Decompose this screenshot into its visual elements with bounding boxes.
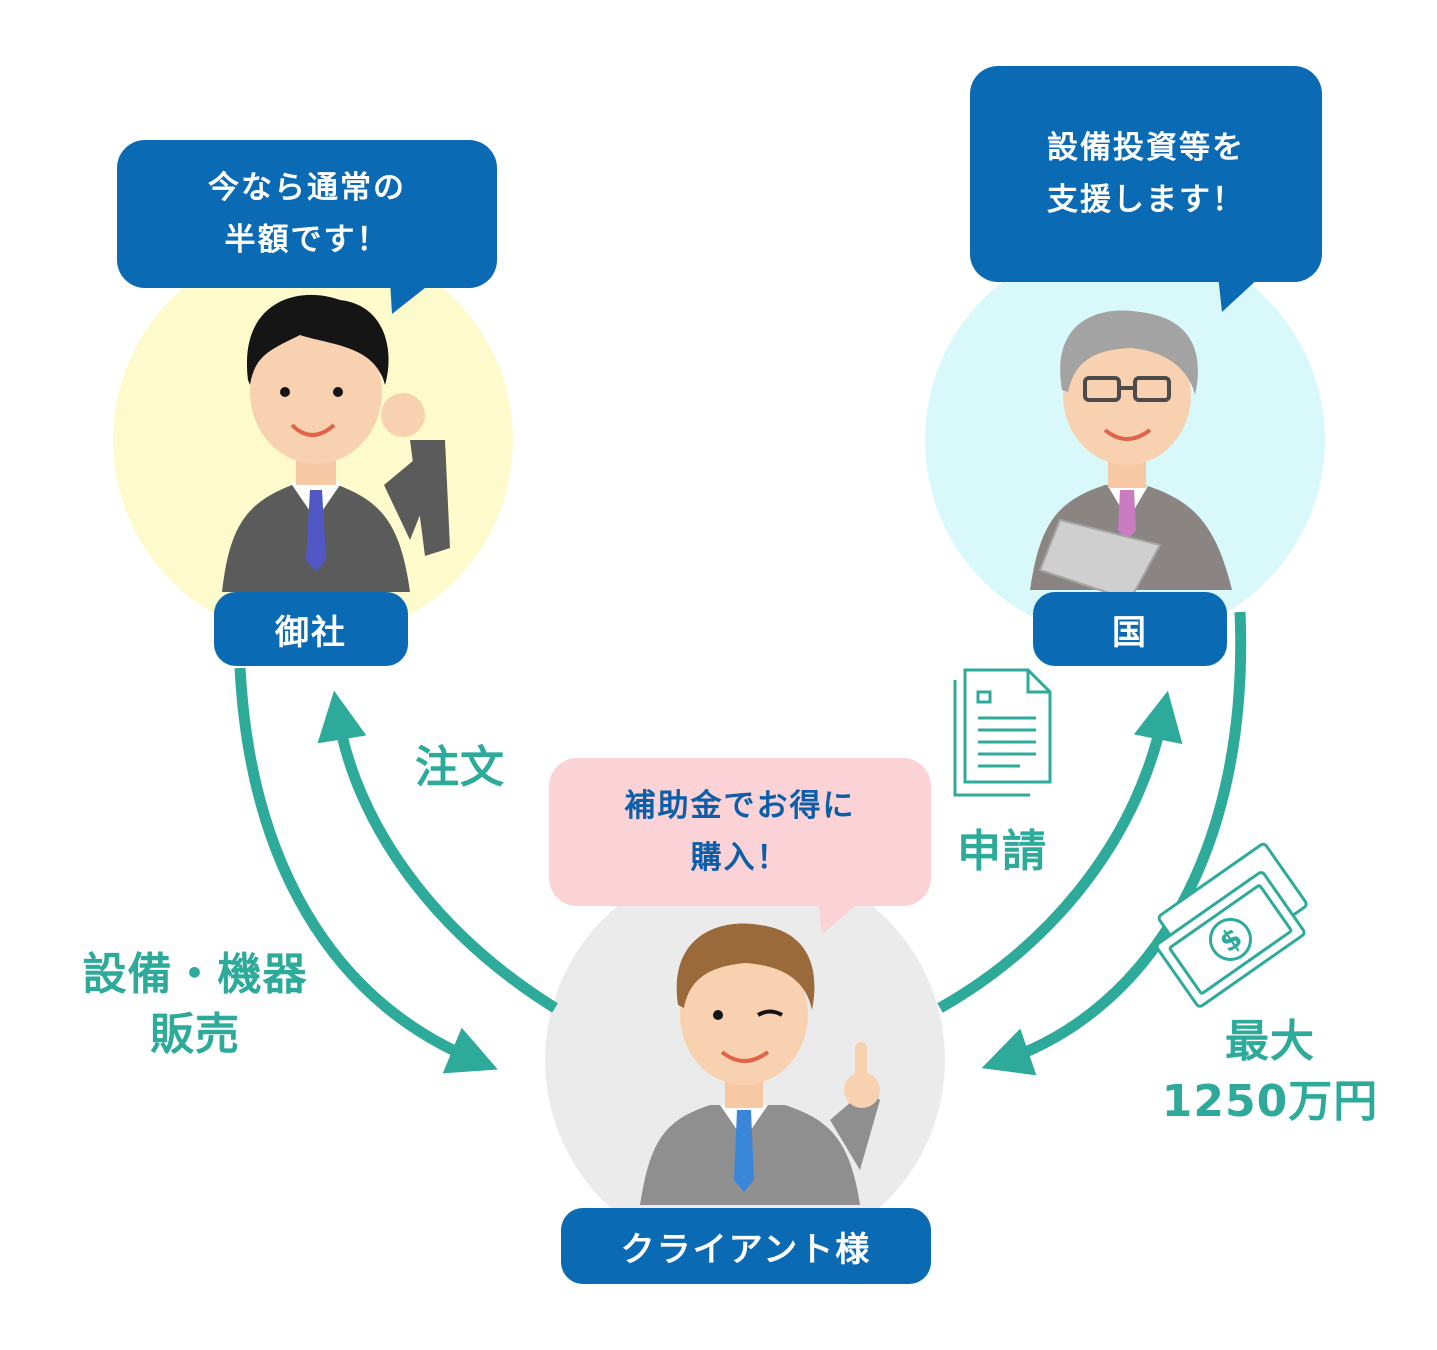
client-label: クライアント様 xyxy=(561,1208,931,1284)
client-person-illustration xyxy=(640,923,880,1205)
government-person-illustration xyxy=(1030,310,1232,602)
client-speech-bubble: 補助金でお得に 購入！ xyxy=(549,758,931,906)
government-speech-line-2: 支援します！ xyxy=(1047,182,1245,218)
subsidy-label-line-1: 最大 xyxy=(1225,1016,1315,1067)
sales-label-line-2: 販売 xyxy=(150,1009,240,1060)
sales-arrow xyxy=(234,667,498,1074)
company-person-illustration xyxy=(222,294,450,592)
sales-label: 設備・機器 販売 xyxy=(50,945,340,1065)
client-speech-line-2: 購入！ xyxy=(690,840,790,876)
government-bubble-tail xyxy=(1218,275,1262,312)
application-label: 申請 xyxy=(957,826,1047,877)
sales-label-line-1: 設備・機器 xyxy=(82,949,308,1000)
subsidy-label-line-2: 1250万円 xyxy=(1161,1076,1379,1127)
money-bill-icon: $ xyxy=(1155,842,1308,1008)
government-label: 国 xyxy=(1033,592,1227,666)
client-speech-line-1: 補助金でお得に xyxy=(624,788,856,824)
government-speech-line-1: 設備投資等を xyxy=(1047,130,1245,166)
company-speech-bubble: 今なら通常の 半額です！ xyxy=(117,140,497,288)
company-speech-line-2: 半額です！ xyxy=(224,222,390,258)
order-label: 注文 xyxy=(415,742,505,793)
company-speech-line-1: 今なら通常の xyxy=(208,170,406,206)
company-bubble-tail xyxy=(390,280,435,314)
order-arrow xyxy=(317,690,558,1013)
application-arrow xyxy=(937,690,1183,1013)
subsidy-label: 最大 1250万円 xyxy=(1140,1012,1400,1132)
document-icon xyxy=(953,668,1052,797)
government-speech-bubble: 設備投資等を 支援します！ xyxy=(970,66,1322,282)
client-bubble-tail xyxy=(818,900,862,934)
company-label: 御社 xyxy=(214,592,408,666)
